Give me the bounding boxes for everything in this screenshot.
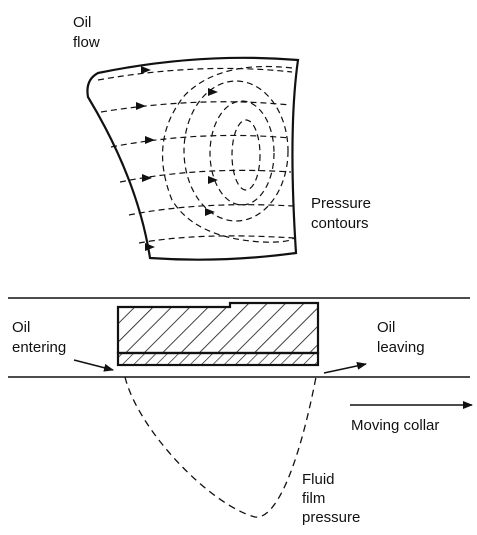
oil-leaving-arrow — [323, 361, 367, 374]
flow-arrowhead-icon — [141, 66, 151, 74]
flow-arrowhead-icon — [145, 243, 155, 251]
pad-liner — [116, 351, 320, 367]
flow-arrowhead-icon — [145, 136, 155, 144]
oil-leaving-label: Oil leaving — [377, 319, 425, 356]
label-line: Oil — [73, 14, 91, 31]
flow-line — [119, 169, 292, 183]
flow-arrowhead-icon — [208, 176, 218, 184]
label-line: contours — [311, 215, 369, 232]
flow-arrows — [136, 66, 218, 251]
fluid-film-pressure-curve — [124, 376, 317, 518]
label-line: pressure — [302, 509, 360, 526]
pressure-contour — [162, 65, 295, 243]
flow-line — [100, 101, 291, 113]
pad-plan-outline — [86, 56, 300, 261]
pressure-contours — [162, 65, 295, 243]
label-line: Fluid — [302, 471, 335, 488]
oil-flow-label: Oil flow — [73, 14, 100, 51]
flow-arrowhead-icon — [142, 174, 152, 182]
flow-line — [110, 134, 291, 148]
pad-plan-view — [86, 56, 300, 261]
flow-arrowhead-icon — [136, 102, 146, 110]
label-line: entering — [12, 339, 66, 356]
pad-body — [116, 301, 320, 355]
flow-line — [128, 204, 294, 216]
pressure-contours-label: Pressure contours — [311, 195, 375, 232]
pressure-contour — [231, 119, 261, 191]
oil-entering-label: Oil entering — [12, 319, 66, 356]
pad-section-view — [8, 297, 473, 518]
flow-arrowhead-icon — [208, 88, 218, 96]
label-line: Oil — [377, 319, 395, 336]
pressure-contour — [183, 80, 289, 222]
label-line: Pressure — [311, 195, 371, 212]
moving-collar-label: Moving collar — [351, 417, 439, 434]
label-line: film — [302, 490, 325, 507]
label-line: leaving — [377, 339, 425, 356]
oil-entering-arrow — [73, 359, 114, 372]
flow-line — [97, 67, 293, 81]
label-line: flow — [73, 34, 100, 51]
oil-flow-lines — [97, 67, 295, 244]
fluid-film-pressure-label: Fluid film pressure — [302, 471, 360, 526]
flow-line — [138, 235, 295, 244]
label-line: Oil — [12, 319, 30, 336]
pressure-contour — [209, 100, 275, 206]
